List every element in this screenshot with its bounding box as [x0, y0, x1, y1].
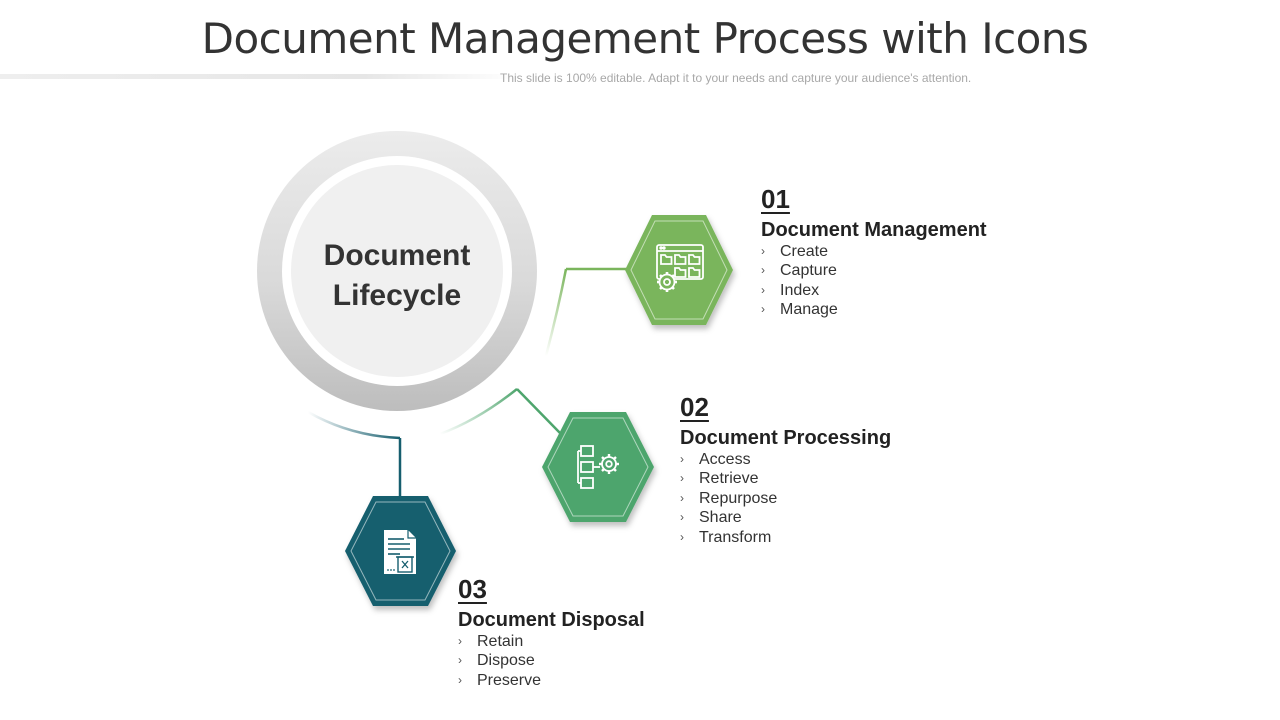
step-01-title: Document Management — [761, 219, 987, 241]
hexagon-step-03 — [345, 496, 456, 606]
chevron-right-icon: › — [458, 653, 462, 668]
hexagon-step-02 — [542, 412, 654, 522]
list-item: › Access — [680, 450, 891, 469]
slide-title: Document Management Process with Icons — [201, 14, 1089, 63]
step-01-list: › Create › Capture › Index › Manage — [761, 242, 987, 320]
step-02-list: › Access › Retrieve › Repurpose › Share › Tra… — [680, 450, 891, 547]
chevron-right-icon: › — [761, 282, 765, 297]
list-item: › Retrieve — [680, 469, 891, 488]
slide-subtitle: This slide is 100% editable. Adapt it to… — [500, 71, 972, 85]
list-item: › Index — [761, 281, 987, 300]
list-item-text: Dispose — [477, 652, 535, 670]
chevron-right-icon: › — [680, 471, 684, 486]
chevron-right-icon: › — [761, 263, 765, 278]
list-item-text: Access — [699, 451, 751, 468]
step-02-block: 02 Document Processing › Access › Retrieve… — [680, 392, 891, 547]
list-item-text: Preserve — [477, 671, 542, 689]
connector-line-02 — [516, 388, 561, 434]
list-item: › Preserve — [458, 671, 645, 690]
list-item-text: Index — [780, 281, 820, 299]
chevron-right-icon: › — [458, 672, 462, 687]
connector-arc-03 — [307, 410, 401, 440]
title-underline-bar — [0, 74, 520, 79]
list-item-text: Retain — [477, 633, 524, 650]
chevron-right-icon: › — [761, 302, 765, 317]
chevron-right-icon: › — [458, 634, 462, 648]
chevron-right-icon: › — [680, 529, 684, 544]
list-item: › Dispose — [458, 651, 645, 670]
center-label-line1: Document — [323, 239, 471, 272]
list-item: › Manage — [761, 300, 987, 319]
step-03-number: 03 — [458, 574, 487, 604]
chevron-right-icon: › — [680, 490, 684, 505]
workflow-gear-icon — [577, 445, 619, 489]
list-item: › Retain — [458, 632, 645, 651]
step-02-number: 02 — [680, 392, 709, 422]
center-ring — [257, 131, 537, 411]
chevron-right-icon: › — [680, 510, 684, 525]
step-03-block: 03 Document Disposal › Retain › Dispose › P… — [458, 574, 645, 690]
list-item: › Repurpose — [680, 489, 891, 508]
list-item: › Capture — [761, 261, 987, 280]
list-item-text: Repurpose — [699, 489, 778, 507]
list-item-text: Create — [780, 243, 829, 260]
step-01-block: 01 Document Management › Create › Capture … — [761, 184, 987, 320]
center-label: Document Lifecycle — [292, 236, 502, 316]
center-label-line2: Lifecycle — [332, 279, 462, 312]
list-item-text: Transform — [699, 528, 772, 546]
step-02-title: Document Processing — [680, 427, 892, 449]
list-item-text: Retrieve — [699, 470, 759, 488]
chevron-right-icon: › — [761, 244, 765, 258]
list-item: › Share — [680, 508, 891, 527]
connector-arc-01 — [544, 268, 568, 357]
browser-folders-gear-icon — [656, 244, 704, 292]
list-item-text: Capture — [780, 262, 837, 280]
list-item-text: Share — [699, 509, 742, 527]
chevron-right-icon: › — [680, 452, 684, 466]
connector-arc-02 — [439, 388, 518, 436]
list-item: › Transform — [680, 528, 891, 547]
step-03-title: Document Disposal — [458, 609, 645, 631]
document-trash-icon — [384, 530, 416, 574]
step-01-number: 01 — [761, 184, 790, 214]
hexagon-step-01 — [625, 215, 733, 325]
list-item: › Create — [761, 242, 987, 261]
list-item-text: Manage — [780, 301, 838, 319]
step-03-list: › Retain › Dispose › Preserve — [458, 632, 645, 690]
